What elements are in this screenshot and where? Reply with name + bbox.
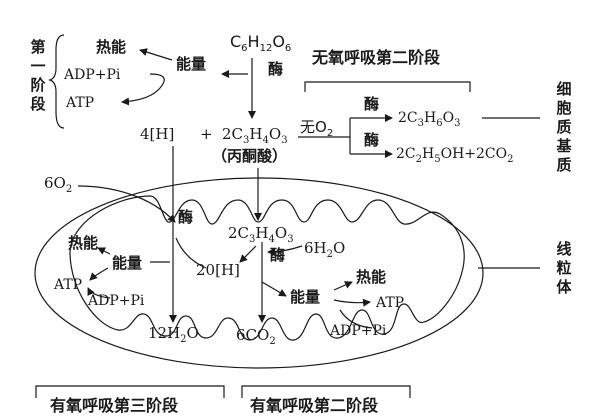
stage1-label: 第一阶段 bbox=[30, 38, 46, 113]
lactate-label: 2C3H6O3 bbox=[398, 110, 461, 129]
s3-heat: 热能 bbox=[68, 234, 99, 252]
o2-arrow bbox=[77, 185, 176, 223]
pyruvate-formula: 2C3H4O3 bbox=[222, 125, 288, 146]
s3-adp: ADP+Pi bbox=[88, 293, 145, 309]
glucose-label: C6H12O6 bbox=[230, 32, 292, 55]
ethanol-label: 2C2H5OH+2CO2 bbox=[396, 146, 514, 165]
stage1-atp: ATP bbox=[66, 95, 95, 111]
energy-heat-arrow bbox=[139, 48, 173, 61]
stage1-adp: ADP+Pi bbox=[64, 67, 121, 83]
h4-label: 4[H] bbox=[140, 125, 175, 143]
anaerobic-enzyme-2: 酶 bbox=[364, 131, 380, 149]
anaerobic-title: 无氧呼吸第二阶段 bbox=[312, 48, 441, 67]
mitochondria-outer-membrane bbox=[34, 177, 484, 369]
stage2-label: 有氧呼吸第二阶段 bbox=[250, 396, 379, 415]
o2-label: 6O2 bbox=[44, 174, 73, 195]
s3-atp: ATP bbox=[54, 277, 83, 293]
stage3-label: 有氧呼吸第三阶段 bbox=[50, 396, 179, 415]
stage1-energy: 能量 bbox=[176, 55, 207, 73]
s2-heat: 热能 bbox=[356, 268, 387, 286]
s3-energy-heat-arrow bbox=[97, 247, 111, 255]
water-in-label: 6H2O bbox=[304, 239, 346, 260]
s2-energy-arrow bbox=[261, 281, 287, 297]
s3-adp-atp-arrow bbox=[87, 287, 111, 299]
stage1-brace bbox=[48, 34, 65, 129]
matrix-enzyme: 酶 bbox=[270, 246, 286, 264]
s2-energy: 能量 bbox=[290, 288, 321, 306]
s2-energy-atp-arrow bbox=[333, 298, 371, 307]
pyruvate-name: （丙酮酸） bbox=[212, 147, 288, 165]
s2-energy-heat-arrow bbox=[333, 281, 353, 291]
cytoplasm-label: 细胞质基质 bbox=[556, 80, 572, 174]
plus-sign: + bbox=[200, 125, 213, 143]
aerobic-enzyme: 酶 bbox=[178, 208, 194, 226]
stage3-bracket bbox=[35, 385, 225, 398]
stage2-bracket bbox=[241, 385, 411, 398]
water-in-arrow bbox=[267, 245, 303, 256]
s2-adp: ADP+Pi bbox=[330, 323, 387, 339]
s2-atp: ATP bbox=[376, 295, 405, 311]
matrix-pyruvate: 2C3H4O3 bbox=[228, 224, 294, 245]
h20-arrow bbox=[239, 245, 257, 263]
mitochondria-label: 线粒体 bbox=[556, 240, 572, 296]
mitochondria-inner-membrane bbox=[69, 195, 465, 341]
s3-water-out: 12H2O bbox=[148, 324, 199, 345]
stage1-heat: 热能 bbox=[96, 38, 127, 56]
s3-energy: 能量 bbox=[112, 254, 143, 272]
anaerobic-bracket bbox=[304, 81, 471, 92]
no-o2-label: 无O2 bbox=[300, 118, 334, 139]
h20-to-h-line bbox=[175, 237, 207, 269]
stage1-enzyme: 酶 bbox=[268, 60, 284, 78]
h20-label: 20[H] bbox=[196, 261, 240, 279]
anaerobic-enzyme-1: 酶 bbox=[364, 95, 380, 113]
adp-atp-arrow bbox=[121, 73, 165, 106]
s2-co2: 6CO2 bbox=[236, 326, 276, 347]
